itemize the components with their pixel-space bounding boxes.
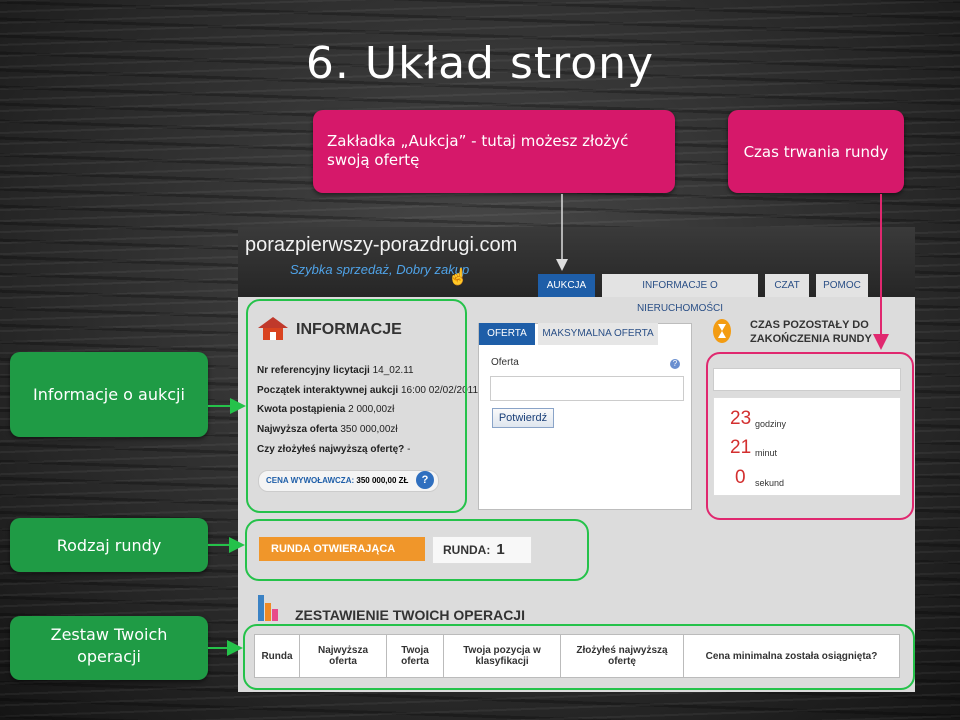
round-label: RUNDA:	[443, 543, 491, 557]
callout-operations: Zestaw Twoich operacji	[10, 616, 208, 680]
col-najwyzsza-oferta: Najwyższa oferta	[299, 634, 387, 678]
timer-hours-label: godziny	[755, 419, 787, 429]
timer-box	[713, 397, 901, 496]
timer-title: CZAS POZOSTAŁY DO ZAKOŃCZENIA RUNDY	[750, 318, 872, 346]
tab-pomoc[interactable]: POMOC	[816, 274, 868, 297]
col-cena-minimalna: Cena minimalna została osiągnięta?	[683, 634, 900, 678]
col-twoja-oferta: Twoja oferta	[386, 634, 444, 678]
col-runda: Runda	[254, 634, 300, 678]
tab-oferta[interactable]: OFERTA	[479, 323, 535, 345]
info-start-label: Początek interaktywnej aukcji	[257, 385, 399, 396]
round-number-box: RUNDA: 1	[432, 536, 532, 564]
info-highest-row: Najwyższa oferta 350 000,00zł	[257, 424, 398, 435]
callout-auction-tab-text: Zakładka „Aukcja” - tutaj możesz złożyć …	[327, 132, 629, 169]
round-number: 1	[496, 541, 505, 558]
call-price-label: CENA WYWOŁAWCZA:	[266, 476, 355, 485]
operations-title: ZESTAWIENIE TWOICH OPERACJI	[295, 607, 525, 623]
offer-label: Oferta	[491, 357, 519, 368]
highlight-info	[246, 299, 467, 513]
timer-title-line2: ZAKOŃCZENIA RUNDY	[750, 333, 872, 345]
info-start-row: Początek interaktywnej aukcji 16:00 02/0…	[257, 385, 478, 396]
slide-title: 6. Układ strony	[305, 38, 655, 89]
callout-round-type: Rodzaj rundy	[10, 518, 208, 572]
callout-operations-text: Zestaw Twoich operacji	[50, 625, 168, 666]
info-ref-row: Nr referencyjny licytacji 14_02.11	[257, 365, 414, 376]
info-your-value: -	[407, 444, 411, 455]
info-start-value: 16:00 02/02/2011	[400, 385, 479, 396]
info-step-value: 2 000,00zł	[348, 404, 395, 415]
tab-aukcja[interactable]: AUKCJA	[538, 274, 595, 297]
hand-icon: ☝	[448, 269, 468, 286]
info-ref-label: Nr referencyjny licytacji	[257, 365, 370, 376]
info-step-row: Kwota postąpienia 2 000,00zł	[257, 404, 394, 415]
website-screenshot: porazpierwszy-porazdrugi.com Szybka sprz…	[238, 227, 915, 692]
timer-seconds: 0	[735, 467, 746, 488]
help-icon[interactable]: ?	[416, 471, 434, 489]
offer-panel	[478, 323, 692, 510]
highlight-timer	[706, 352, 914, 520]
timer-minutes: 21	[730, 437, 752, 458]
callout-round-time: Czas trwania rundy	[728, 110, 904, 193]
table-header-row: Runda Najwyższa oferta Twoja oferta Twoj…	[254, 634, 900, 678]
hourglass-icon	[713, 319, 731, 343]
info-highest-label: Najwyższa oferta	[257, 424, 338, 435]
timer-seconds-label: sekund	[755, 478, 785, 488]
callout-round-type-text: Rodzaj rundy	[56, 536, 162, 555]
offer-help-icon[interactable]: ?	[670, 359, 680, 369]
call-price-value: 350 000,00 ZŁ	[356, 476, 409, 485]
house-icon	[258, 317, 288, 341]
timer-progress-bar	[713, 368, 901, 391]
call-price-badge: CENA WYWOŁAWCZA: 350 000,00 ZŁ	[258, 470, 439, 492]
info-ref-value: 14_02.11	[372, 365, 414, 376]
offer-input[interactable]	[490, 376, 684, 401]
site-logo[interactable]: porazpierwszy-porazdrugi.com	[245, 234, 518, 256]
tab-maksymalna-oferta[interactable]: MAKSYMALNA OFERTA	[538, 323, 658, 345]
bar-chart-icon	[258, 593, 284, 621]
highlight-round	[245, 519, 589, 581]
info-highest-value: 350 000,00zł	[340, 424, 398, 435]
tab-czat[interactable]: CZAT	[765, 274, 809, 297]
info-your-label: Czy złożyłeś najwyższą ofertę?	[257, 444, 405, 455]
info-title: INFORMACJE	[296, 321, 402, 338]
site-slogan: Szybka sprzedaż, Dobry zakup	[290, 262, 470, 277]
confirm-button[interactable]: Potwierdź	[492, 408, 554, 428]
callout-auction-tab: Zakładka „Aukcja” - tutaj możesz złożyć …	[313, 110, 675, 193]
timer-title-line1: CZAS POZOSTAŁY DO	[750, 319, 869, 331]
round-type-badge: RUNDA OTWIERAJĄCA	[259, 537, 425, 561]
timer-hours: 23	[730, 408, 752, 429]
site-header: porazpierwszy-porazdrugi.com Szybka sprz…	[238, 227, 915, 314]
callout-auction-info-text: Informacje o aukcji	[33, 385, 185, 404]
col-twoja-pozycja: Twoja pozycja w klasyfikacji	[443, 634, 561, 678]
highlight-operations	[243, 624, 915, 690]
callout-auction-info: Informacje o aukcji	[10, 352, 208, 437]
callout-round-time-text: Czas trwania rundy	[743, 143, 889, 161]
info-your-row: Czy złożyłeś najwyższą ofertę? -	[257, 444, 410, 455]
info-step-label: Kwota postąpienia	[257, 404, 346, 415]
col-zlozyles-najwyzsza: Złożyłeś najwyższą ofertę	[560, 634, 684, 678]
timer-minutes-label: minut	[755, 448, 778, 458]
operations-table: Runda Najwyższa oferta Twoja oferta Twoj…	[254, 634, 900, 678]
tab-informacje-o-nieruchomosci[interactable]: INFORMACJE O NIERUCHOMOŚCI	[602, 274, 758, 314]
